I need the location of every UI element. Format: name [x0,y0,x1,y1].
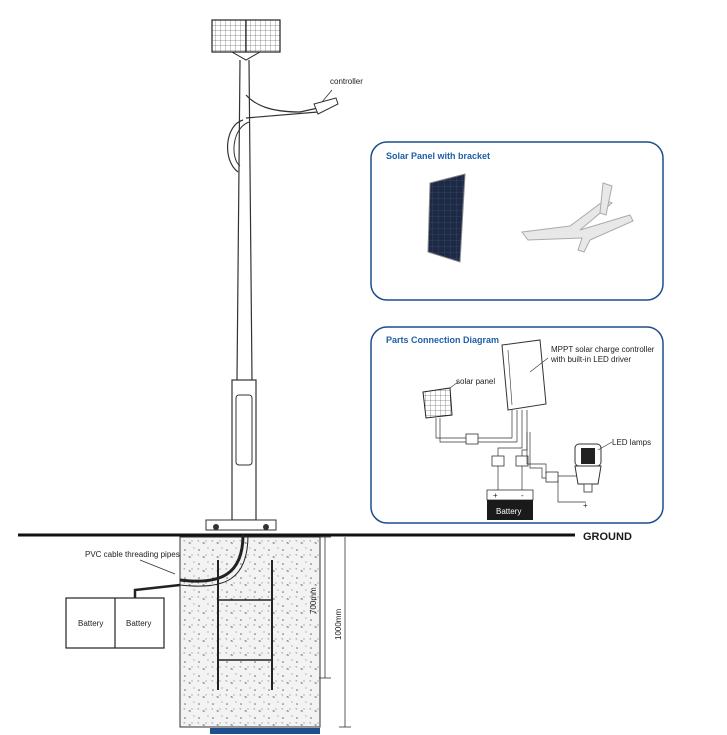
controller-label-line2: with built-in LED driver [550,355,631,364]
ground: GROUND [18,531,632,543]
pvc-pipes-label: PVC cable threading pipes [85,550,180,559]
solar-panel-image [427,173,466,263]
dim-700-label: 700mm [309,587,318,614]
light-pole: controller [205,19,363,531]
solar-panel-label: solar panel [456,377,495,386]
controller-label-line1: MPPT solar charge controller [551,345,655,354]
mppt-controller [501,339,547,432]
concrete-foundation [179,534,321,734]
parts-connection-box: Parts Connection Diagram MPPT solar char… [370,326,664,524]
battery-plus: + [493,491,498,500]
battery-enclosure: PVC cable threading pipes Battery Batter… [65,550,181,649]
bracket-image [521,182,634,253]
small-battery [486,489,534,520]
battery-minus: - [521,491,524,500]
lamp-plus: + [583,501,588,510]
dim-1000-label: 1000mm [334,609,343,640]
dimension-lines: 700mm 1000mm [309,536,351,728]
solar-box-title: Solar Panel with bracket [386,151,490,161]
led-lamp [574,443,602,493]
controller-label: controller [330,77,363,86]
battery-small-label: Battery [496,507,521,516]
led-lamps-label: LED lamps [612,438,651,447]
ground-label: GROUND [583,531,632,543]
small-solar-panel [422,381,459,419]
top-solar-panel [211,19,281,61]
battery-label-1: Battery [78,619,103,628]
battery-label-2: Battery [126,619,151,628]
solar-panel-box: Solar Panel with bracket [370,141,664,301]
parts-box-title: Parts Connection Diagram [386,335,499,345]
